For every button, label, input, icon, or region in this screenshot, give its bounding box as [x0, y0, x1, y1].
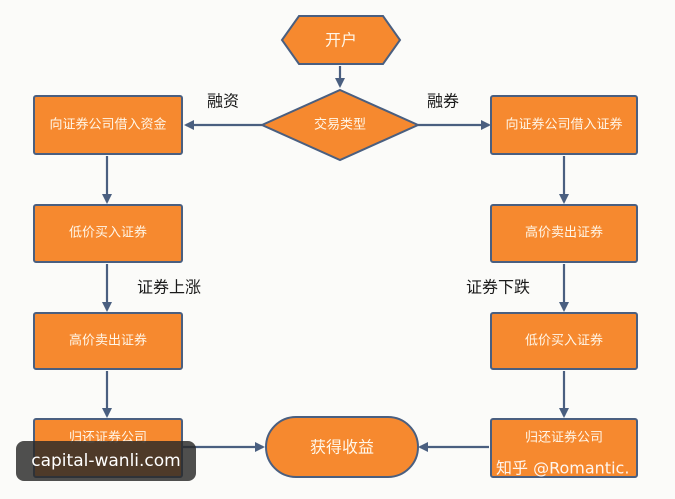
node-trade-type	[259, 88, 421, 162]
node-trade-type-label: 交易类型	[314, 117, 366, 133]
node-borrow-funds	[33, 95, 183, 155]
node-sell-high-left-label: 高价卖出证券	[69, 333, 147, 349]
author-watermark: 知乎 @Romantic.	[496, 459, 629, 478]
node-return-right-label: 归还证券公司	[525, 430, 603, 446]
node-buy-low-right-label: 低价买入证券	[525, 333, 603, 349]
node-buy-low-left	[33, 204, 183, 263]
node-borrow-securities-label: 向证券公司借入证券	[505, 117, 622, 133]
site-watermark-badge: capital-wanli.com	[16, 441, 196, 481]
node-buy-low-left-label: 低价买入证券	[69, 225, 147, 241]
node-labels: 开户 交易类型 向证券公司借入资金 向证券公司借入证券 低价买入证券 高价卖出证…	[49, 31, 622, 457]
edges	[102, 66, 569, 452]
node-borrow-securities	[490, 95, 638, 155]
node-sell-high-left	[33, 312, 183, 370]
node-sell-high-right-label: 高价卖出证券	[525, 225, 603, 241]
node-open-account	[280, 15, 402, 65]
node-return-right	[490, 418, 638, 478]
node-sell-high-right	[490, 204, 638, 263]
node-buy-low-right	[490, 312, 638, 370]
node-profit	[265, 416, 419, 478]
node-profit-label: 获得收益	[310, 438, 374, 457]
label-securities-lending: 融券	[427, 92, 459, 111]
label-margin-financing: 融资	[207, 92, 239, 111]
node-borrow-funds-label: 向证券公司借入资金	[49, 117, 166, 133]
label-price-up: 证券上涨	[137, 278, 201, 297]
label-price-down: 证券下跌	[466, 278, 530, 297]
node-open-account-label: 开户	[325, 31, 357, 50]
site-watermark-text: capital-wanli.com	[31, 451, 181, 471]
edge-labels: 融资 融券 证券上涨 证券下跌	[137, 92, 530, 297]
nodes	[33, 15, 638, 478]
